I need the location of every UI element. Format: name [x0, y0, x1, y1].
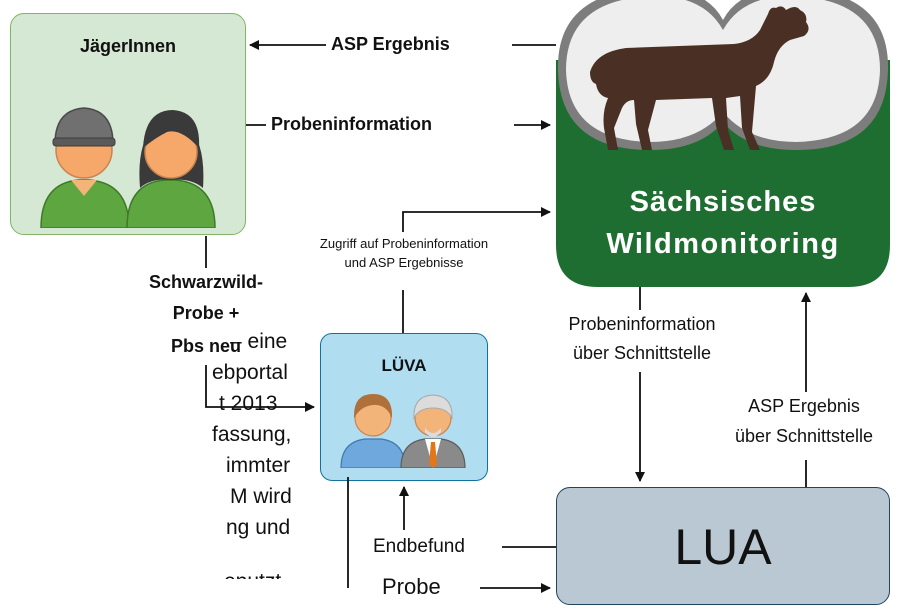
wildmonitoring-title-line1: Sächsisches: [629, 186, 817, 218]
paragraph-line: immter: [226, 454, 291, 477]
jaegerinnen-title: JägerInnen: [79, 36, 177, 56]
lua-node: LUA: [556, 487, 890, 605]
paragraph-line: ng und: [226, 516, 291, 539]
label-probeninformation: Probeninformation: [271, 114, 432, 134]
luva-title: LÜVA: [381, 356, 427, 375]
hunter-hair-person: [126, 110, 216, 228]
hunters-icon: [40, 107, 216, 228]
paragraph-line: enutzt: [224, 570, 282, 593]
label-probe: Probe: [382, 574, 441, 599]
label-zugriff-line1: Zugriff auf Probeninformation: [319, 236, 489, 251]
label-schwarzwild-line1: Schwarzwild-: [148, 272, 264, 292]
label-asp-schnittstelle-line2: über Schnittstelle: [734, 426, 874, 446]
paragraph-line: ebportal: [212, 361, 288, 384]
label-probeninfo-schnittstelle-line2: über Schnittstelle: [572, 343, 712, 363]
edge-schwarzwild-arrow: [205, 365, 315, 412]
label-schwarzwild-line2: Probe +: [172, 303, 240, 323]
paragraph-line: – eine: [230, 330, 288, 353]
paragraph-line: t 2013: [219, 392, 278, 415]
edge-zugriff-arrow: [402, 207, 551, 232]
paragraph-line: fassung,: [212, 423, 292, 446]
label-schwarzwild-line3: Pbs neu: [170, 336, 241, 356]
label-endbefund: Endbefund: [373, 536, 465, 557]
deer-icon: [590, 6, 809, 151]
label-probeninfo-schnittstelle-line1: Probeninformation: [568, 314, 716, 334]
luva-node: LÜVA: [320, 333, 488, 481]
jaegerinnen-node: JägerInnen: [10, 13, 246, 235]
official-left-person: [340, 394, 406, 468]
officials-icon: [340, 394, 466, 468]
label-asp-schnittstelle-line1: ASP Ergebnis: [748, 396, 860, 416]
paragraph-line: M wird: [230, 485, 292, 508]
lua-title: LUA: [674, 519, 772, 575]
wildmonitoring-logo: Sächsisches Wildmonitoring: [556, 0, 890, 287]
label-asp-ergebnis: ASP Ergebnis: [331, 34, 450, 54]
official-right-person: [400, 394, 466, 468]
hunter-cap-person: [40, 107, 130, 228]
label-zugriff-line2: und ASP Ergebnisse: [344, 255, 464, 270]
wildmonitoring-title-line2: Wildmonitoring: [606, 228, 840, 260]
wildmonitoring-logo-graphic: [556, 0, 890, 287]
